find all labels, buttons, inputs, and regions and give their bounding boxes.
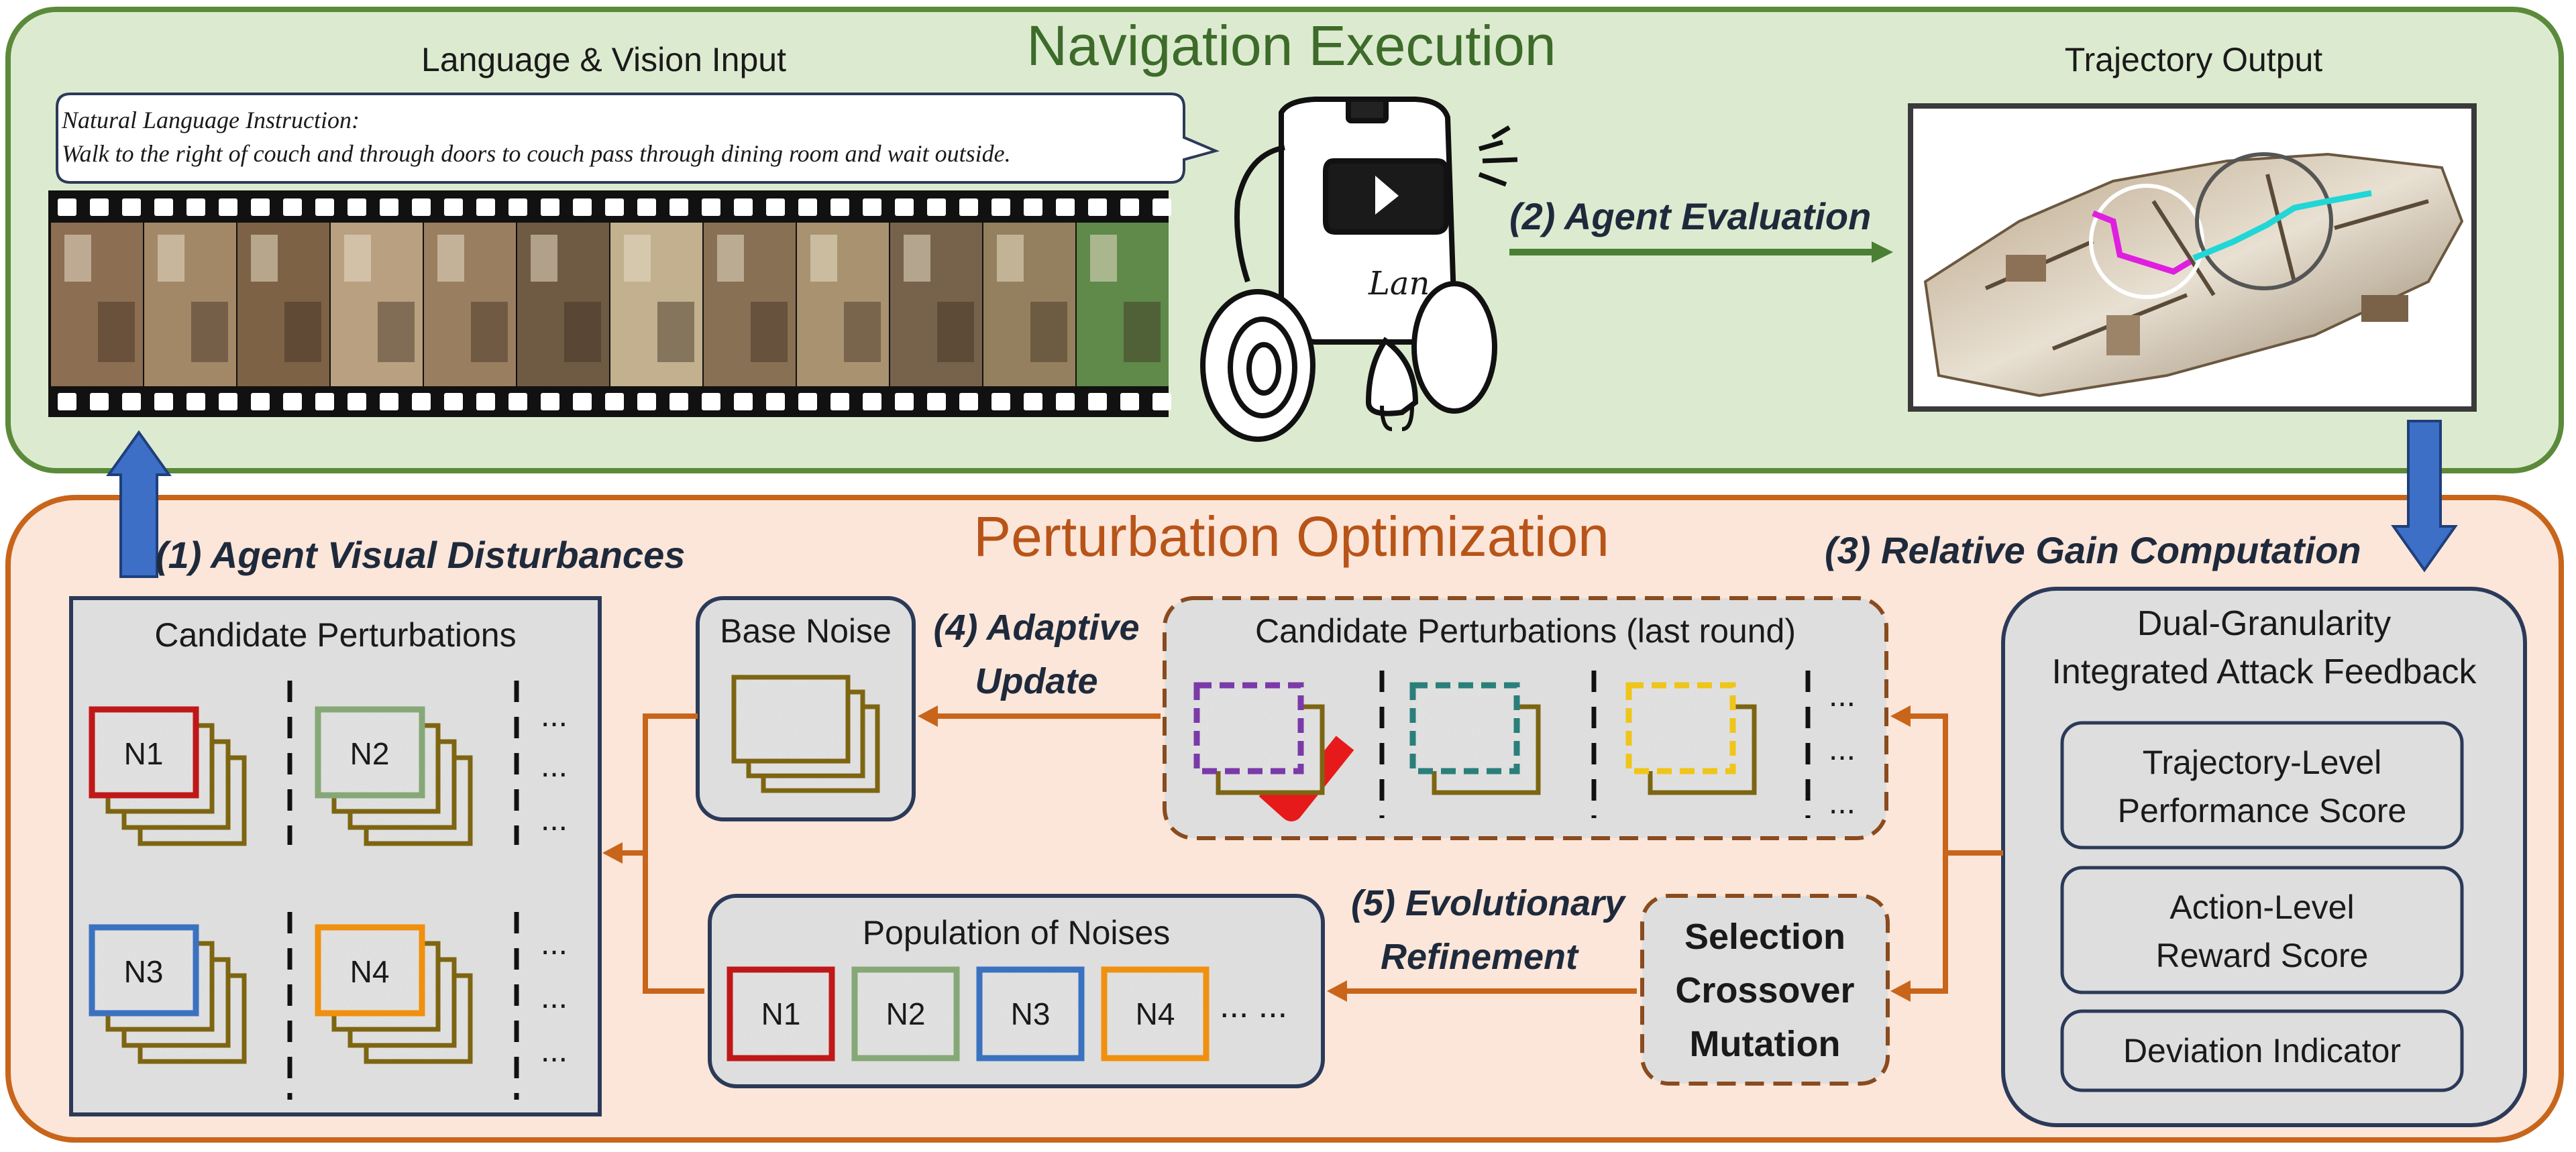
orange-arrowheads: [602, 705, 1911, 1002]
feedback-title-line2: Integrated Attack Feedback: [2051, 652, 2477, 691]
candidate-ellipsis: ...: [541, 926, 568, 962]
population-noise-card: [976, 966, 1085, 1061]
trajectory-map: [1908, 103, 2477, 412]
film-strip: [48, 190, 1171, 417]
deviation-box: [2060, 1009, 2464, 1092]
candidate-ellipsis: ...: [541, 748, 568, 784]
population-ellipsis: ... ...: [1220, 986, 1288, 1025]
genetic-operators-box: [1640, 894, 1890, 1086]
deviation-indicator: Deviation Indicator: [2123, 1032, 2402, 1070]
last-round-ellipsis: ...: [1829, 785, 1856, 821]
population-noise-card: [1101, 966, 1210, 1061]
last-round-ellipsis: ...: [1829, 732, 1856, 767]
last-round-dividers: [1379, 671, 1811, 818]
candidate-ellipsis: ...: [541, 802, 568, 838]
step1-label: (1) Agent Visual Disturbances: [156, 534, 686, 576]
robot-label: Lan: [1368, 265, 1430, 302]
population-title: Population of Noises: [862, 914, 1171, 952]
candidate-ellipsis: ...: [541, 1033, 568, 1069]
instruction-text: Walk to the right of couch and through d…: [62, 140, 1011, 167]
population-noise-card: [851, 966, 960, 1061]
population-noise-card: [727, 966, 835, 1061]
arrow-visual-disturbance-up: [106, 430, 172, 578]
base-noise-title: Base Noise: [720, 612, 892, 650]
agent-evaluation-label: (2) Agent Evaluation: [1509, 195, 1872, 237]
candidate-ellipsis: ...: [541, 980, 568, 1015]
population-n4-label: N4: [1135, 996, 1175, 1031]
instruction-bubble: [56, 93, 1220, 184]
mutation-label: Mutation: [1689, 1024, 1841, 1064]
noise-card-front: [1625, 682, 1736, 774]
candidates-title: Candidate Perturbations: [154, 616, 517, 654]
step4-label-line2: Update: [975, 661, 1098, 701]
orange-arrows: [619, 713, 2003, 994]
candidate-n4-label: N4: [350, 954, 390, 989]
output-title: Trajectory Output: [2064, 41, 2323, 78]
arrow-gain-down: [2391, 420, 2458, 573]
action-score-line2: Reward Score: [2155, 937, 2369, 974]
noise-card-front: [89, 706, 199, 799]
feedback-title-line1: Dual-Granularity: [2137, 604, 2392, 643]
noise-card-front: [1409, 682, 1520, 774]
trajectory-score-line2: Performance Score: [2117, 792, 2407, 829]
selection-label: Selection: [1684, 917, 1846, 957]
candidate-n1-label: N1: [123, 736, 164, 771]
perturbation-optimization-title: Perturbation Optimization: [973, 505, 1609, 568]
noise-card-front: [89, 924, 199, 1017]
action-score-line1: Action-Level: [2169, 888, 2355, 926]
noise-card-front: [315, 924, 425, 1017]
input-title: Language & Vision Input: [421, 41, 786, 78]
last-round-ellipsis: ...: [1829, 678, 1856, 713]
population-n3-label: N3: [1010, 996, 1051, 1031]
noise-card-front: [1193, 682, 1304, 774]
noise-card-front: [731, 675, 851, 764]
noise-card-front: [315, 706, 425, 799]
step4-label-line1: (4) Adaptive: [933, 608, 1140, 648]
action-score-box: [2060, 866, 2464, 994]
population-n2-label: N2: [885, 996, 926, 1031]
step3-label: (3) Relative Gain Computation: [1825, 529, 2361, 571]
selected-check-icon: [1258, 736, 1354, 821]
step5-label-line1: (5) Evolutionary: [1350, 883, 1625, 923]
trajectory-score-box: [2060, 721, 2464, 850]
candidate-ellipsis: ...: [541, 698, 568, 734]
instruction-heading: Natural Language Instruction:: [62, 107, 360, 133]
population-n1-label: N1: [761, 996, 801, 1031]
candidate-n3-label: N3: [123, 954, 164, 989]
step5-label-line2: Refinement: [1380, 937, 1578, 977]
crossover-label: Crossover: [1675, 970, 1855, 1011]
last-round-title: Candidate Perturbations (last round): [1254, 612, 1796, 650]
navigation-execution-title: Navigation Execution: [1026, 14, 1556, 77]
robot-agent: [1200, 97, 1518, 442]
candidate-n2-label: N2: [350, 736, 390, 771]
candidate-dividers: [287, 681, 519, 1100]
trajectory-score-line1: Trajectory-Level: [2142, 744, 2382, 781]
